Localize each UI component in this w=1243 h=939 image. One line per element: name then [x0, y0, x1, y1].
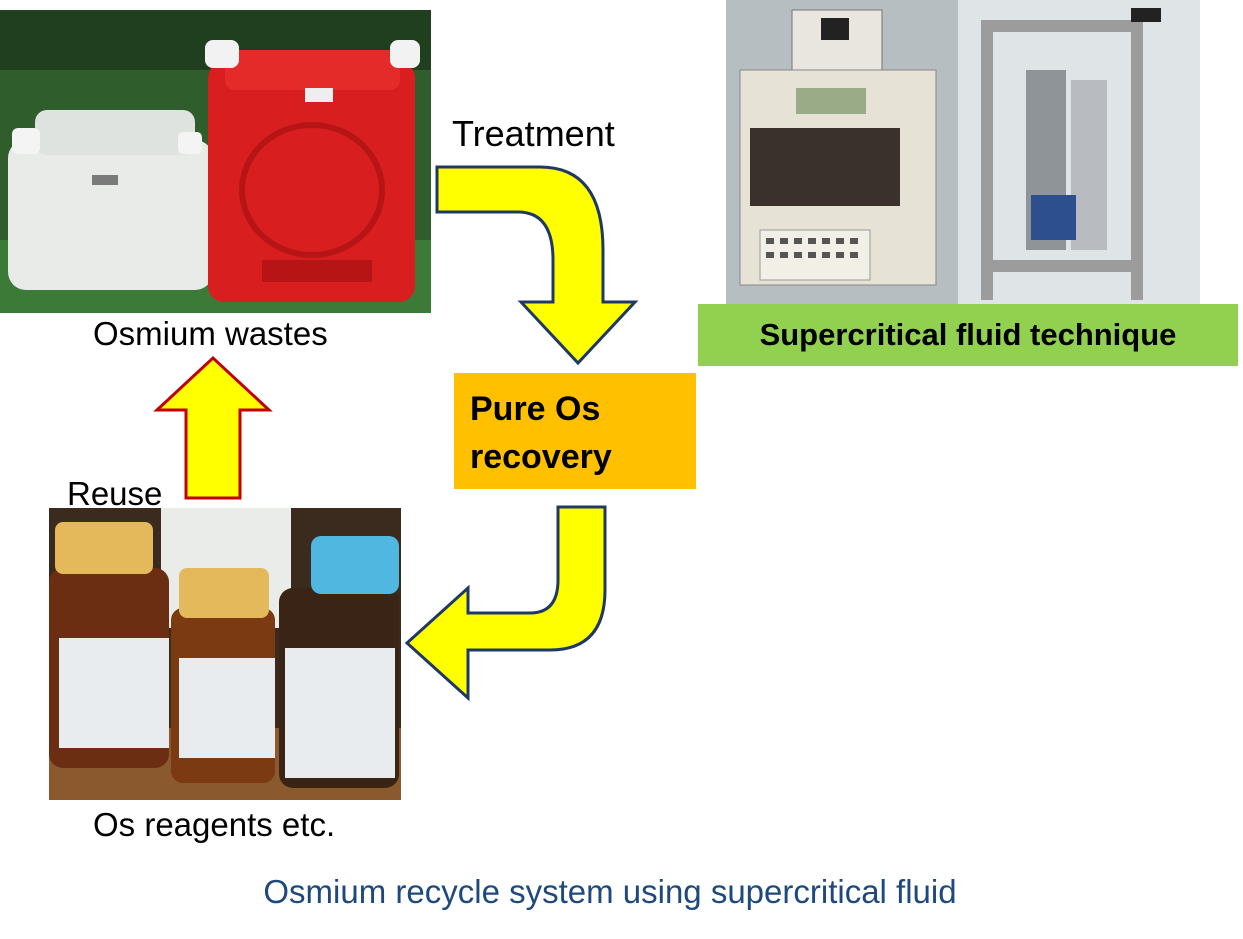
treatment-label: Treatment	[452, 113, 615, 154]
return-arrow	[404, 505, 607, 702]
supercritical-equipment-photo	[726, 0, 1200, 305]
treatment-arrow	[435, 165, 639, 366]
pure-os-recovery-box: Pure Os recovery	[454, 373, 696, 489]
osmium-wastes-label: Osmium wastes	[93, 315, 328, 352]
osmium-wastes-photo	[0, 10, 431, 313]
recovery-line-2: recovery	[470, 438, 612, 476]
os-reagents-label: Os reagents etc.	[93, 806, 336, 843]
diagram-caption: Osmium recycle system using supercritica…	[263, 873, 957, 910]
reuse-arrow	[153, 355, 273, 500]
os-reagents-photo	[49, 508, 401, 800]
reuse-label: Reuse	[67, 475, 163, 512]
supercritical-technique-box: Supercritical fluid technique	[698, 304, 1238, 366]
recovery-line-1: Pure Os	[470, 390, 601, 428]
